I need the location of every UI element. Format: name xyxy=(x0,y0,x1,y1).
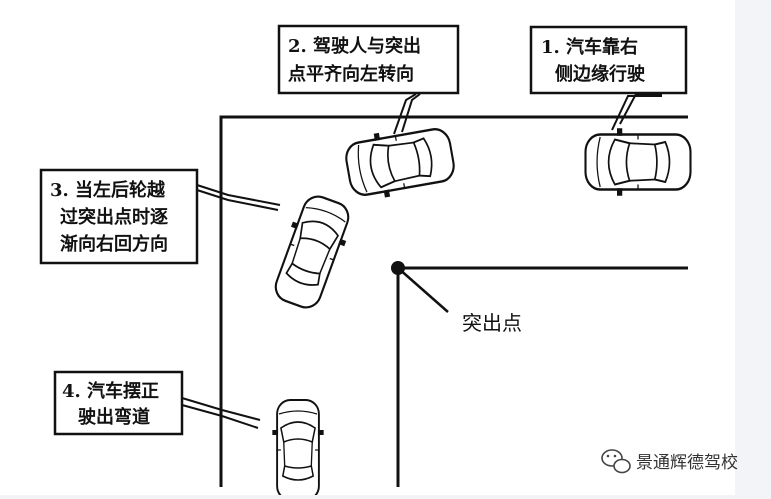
car-step4 xyxy=(271,399,325,499)
step2-text-line1: 2. 驾驶人与突出 xyxy=(288,35,421,57)
step1-text-line1: 1. 汽车靠右 xyxy=(541,36,638,58)
step3-text-line1: 3. 当左后轮越 xyxy=(50,179,166,201)
corner-point-label: 突出点 xyxy=(462,311,522,335)
watermark-text: 景通辉德驾校 xyxy=(636,453,738,473)
car-step1 xyxy=(584,127,692,197)
callout-step4: 4. 汽车摆正 驶出弯道 xyxy=(53,370,261,436)
watermark: 景通辉德驾校 xyxy=(601,449,738,474)
callout-step3: 3. 当左后轮越 过突出点时逐 渐向右回方向 xyxy=(39,168,281,265)
step2-text-line2: 点平齐向左转向 xyxy=(288,63,414,85)
step3-text-line2: 过突出点时逐 xyxy=(60,206,168,228)
step1-text-line2: 侧边缘行驶 xyxy=(555,63,645,85)
wechat-icon xyxy=(601,449,631,474)
step4-text-line2: 驶出弯道 xyxy=(78,406,150,428)
step3-text-line3: 渐向右回方向 xyxy=(60,233,168,255)
callout-step1: 1. 汽车靠右 侧边缘行驶 xyxy=(529,25,688,131)
outer-road-edge xyxy=(219,115,688,487)
corner-point-pointer xyxy=(397,267,449,313)
step4-text-line1: 4. 汽车摆正 xyxy=(62,380,159,402)
callout-step2: 2. 驾驶人与突出 点平齐向左转向 xyxy=(277,24,460,135)
